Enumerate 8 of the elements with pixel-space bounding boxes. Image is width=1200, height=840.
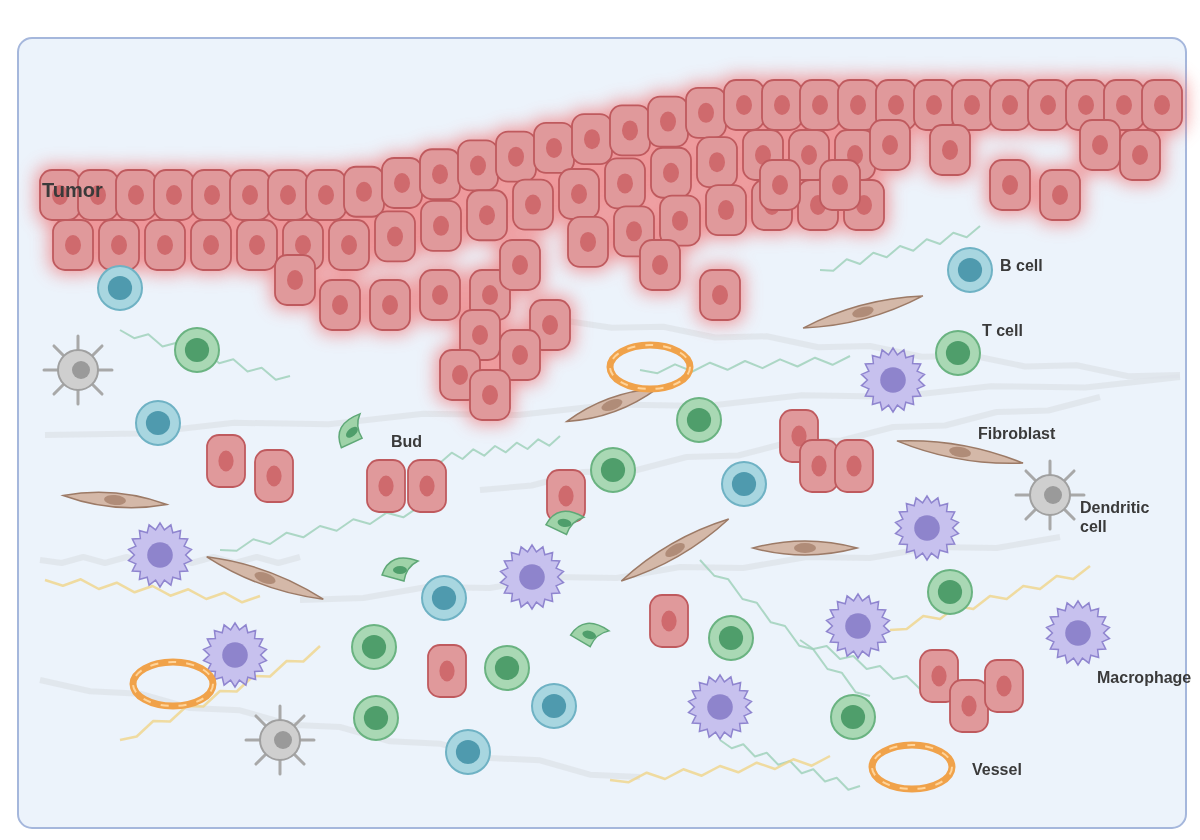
- tumor-label: Tumor: [42, 181, 103, 200]
- cell-type-label: Macrophage: [1097, 668, 1192, 687]
- cell-type-label: Vessel: [972, 760, 1022, 779]
- cell-type-label: B cell: [1000, 256, 1043, 275]
- cell-type-label: Dendritic cell: [1080, 498, 1151, 536]
- cell-type-label: T cell: [982, 321, 1023, 340]
- cell-type-label: Bud: [391, 432, 423, 451]
- cell-type-label: Fibroblast: [978, 424, 1056, 443]
